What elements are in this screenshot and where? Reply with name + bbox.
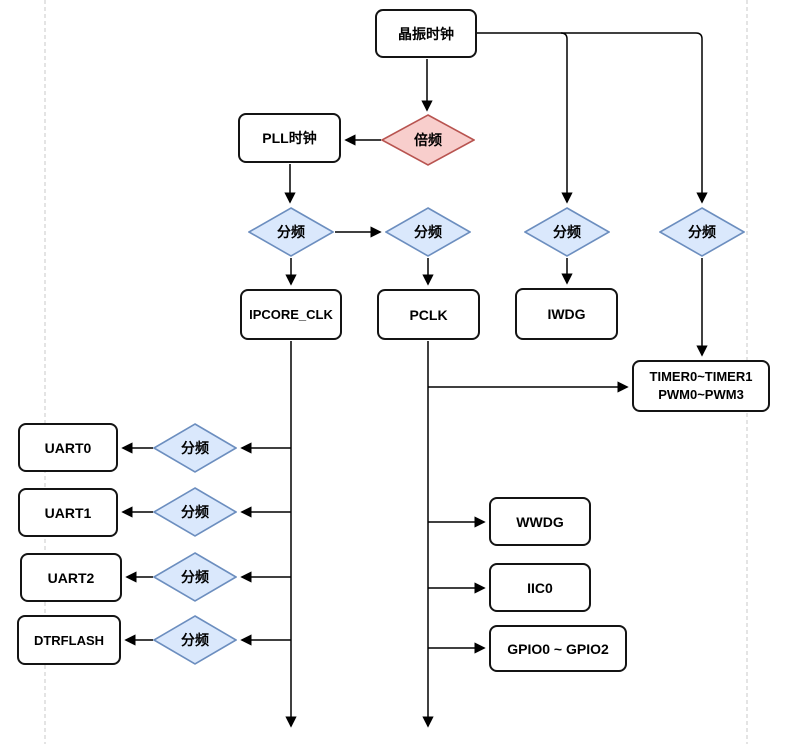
node-div-uart1-label: 分频: [181, 504, 209, 520]
node-uart0-label: UART0: [44, 439, 92, 456]
node-iwdg: IWDG: [515, 288, 618, 340]
node-pclk-label: PCLK: [409, 306, 448, 323]
node-wwdg-label: WWDG: [516, 513, 564, 530]
node-iic0: IIC0: [489, 563, 591, 612]
node-gpio-label: GPIO0 ~ GPIO2: [507, 640, 609, 657]
edge-crystal-to-div-iwdg: [560, 32, 573, 204]
node-div-timer-diamond: 分频: [659, 207, 745, 257]
diamond-shape: [153, 552, 237, 602]
diamond-polygon: [153, 423, 237, 473]
node-iic0-label: IIC0: [527, 579, 553, 596]
node-div-dtrflash-label: 分频: [181, 632, 209, 648]
node-multiplier-label: 倍频: [414, 132, 442, 148]
node-div-uart2-diamond: 分频: [153, 552, 237, 602]
diamond-shape: [659, 207, 745, 257]
node-ipcore-clk: IPCORE_CLK: [240, 289, 342, 340]
diamond-polygon: [659, 207, 745, 257]
node-gpio: GPIO0 ~ GPIO2: [489, 625, 627, 672]
diamond-polygon: [385, 207, 471, 257]
diamond-polygon: [153, 615, 237, 665]
diamond-shape: [153, 615, 237, 665]
diamond-shape: [153, 423, 237, 473]
node-div-iwdg-label: 分频: [553, 224, 581, 240]
node-div-pclk-diamond: 分频: [385, 207, 471, 257]
diamond-shape: [381, 114, 475, 166]
node-dtrflash-label: DTRFLASH: [33, 632, 105, 648]
node-iwdg-label: IWDG: [547, 306, 586, 322]
node-multiplier-diamond: 倍频: [381, 114, 475, 166]
node-uart2: UART2: [20, 553, 122, 602]
diamond-shape: [153, 487, 237, 537]
node-dtrflash: DTRFLASH: [17, 615, 121, 665]
diamond-polygon: [153, 552, 237, 602]
node-crystal-clock-label: 晶振时钟: [398, 25, 454, 42]
node-pll-clock: PLL时钟: [238, 113, 341, 163]
node-div-timer-label: 分频: [688, 224, 716, 240]
node-div-ipcore-diamond: 分频: [248, 207, 334, 257]
node-uart1: UART1: [18, 488, 118, 537]
diamond-polygon: [524, 207, 610, 257]
diamond-polygon: [248, 207, 334, 257]
node-uart1-label: UART1: [44, 504, 92, 521]
node-div-iwdg-diamond: 分频: [524, 207, 610, 257]
edge-crystal-to-div-timer: [477, 32, 708, 204]
node-uart0: UART0: [18, 423, 118, 472]
node-ipcore-clk-label: IPCORE_CLK: [249, 307, 333, 322]
node-div-uart0-diamond: 分频: [153, 423, 237, 473]
node-div-ipcore-label: 分频: [277, 224, 305, 240]
diamond-polygon: [381, 114, 475, 166]
node-crystal-clock: 晶振时钟: [375, 9, 477, 58]
node-pll-clock-label: PLL时钟: [262, 130, 317, 146]
diamond-shape: [524, 207, 610, 257]
node-uart2-label: UART2: [47, 569, 95, 586]
node-pclk: PCLK: [377, 289, 480, 340]
node-div-uart1-diamond: 分频: [153, 487, 237, 537]
node-div-pclk-label: 分频: [414, 224, 442, 240]
diamond-shape: [248, 207, 334, 257]
node-div-uart2-label: 分频: [181, 569, 209, 585]
node-div-uart0-label: 分频: [181, 440, 209, 456]
diamond-polygon: [153, 487, 237, 537]
diamond-shape: [385, 207, 471, 257]
node-div-dtrflash-diamond: 分频: [153, 615, 237, 665]
node-wwdg: WWDG: [489, 497, 591, 546]
